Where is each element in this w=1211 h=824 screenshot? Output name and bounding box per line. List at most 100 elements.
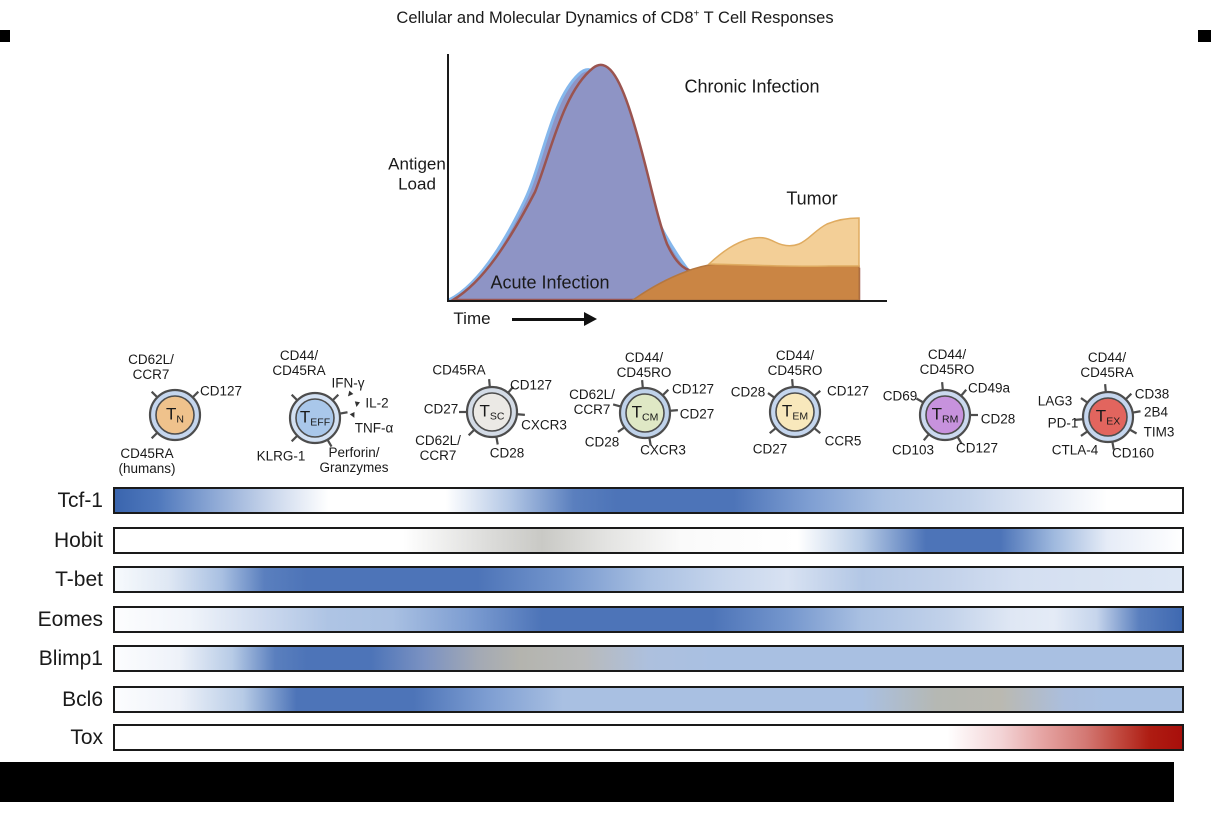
- marker-label-tn-2: CD45RA (humans): [118, 445, 176, 476]
- acute-infection-label: Acute Infection: [490, 272, 610, 293]
- tf-label: Tcf-1: [57, 489, 103, 512]
- tf-gradient-bar-blimp1: [113, 645, 1184, 672]
- tf-gradient-bar-tox: [113, 724, 1184, 751]
- cell-symbol: T: [166, 404, 177, 424]
- cell-subscript: EFF: [310, 416, 331, 429]
- y-axis-line: [447, 54, 449, 302]
- tf-row-tcf-1: Tcf-1: [0, 487, 1211, 514]
- marker-label-teff-4: KLRG-1: [256, 448, 306, 464]
- cell-name-tsc: TSC: [480, 402, 505, 423]
- cell-symbol: T: [931, 404, 943, 424]
- cell-subscript: N: [176, 413, 184, 426]
- tf-row-blimp1: Blimp1: [0, 645, 1211, 672]
- tf-label: Blimp1: [38, 647, 103, 670]
- marker-label-tex-7: CD160: [1111, 445, 1155, 461]
- marker-label-tem-4: CCR5: [824, 433, 862, 449]
- marker-label-trm-3: CD28: [980, 411, 1016, 427]
- marker-label-teff-5: Perforin/ Granzymes: [319, 444, 389, 475]
- cell-name-tn: TN: [166, 405, 184, 426]
- marker-label-trm-0: CD44/ CD45RO: [919, 346, 975, 377]
- marker-label-tex-3: PD-1: [1047, 415, 1079, 431]
- cell-symbol: T: [631, 402, 643, 422]
- marker-label-tsc-3: CXCR3: [521, 417, 567, 433]
- marker-label-teff-3: TNF-α: [354, 420, 394, 436]
- tf-label: T-bet: [55, 568, 103, 591]
- marker-label-tsc-5: CD28: [489, 445, 525, 461]
- marker-label-tsc-0: CD45RA: [432, 362, 486, 378]
- chronic-infection-label: Chronic Infection: [684, 76, 820, 97]
- cell-icon-tcm: [612, 380, 678, 446]
- tf-row-eomes: Eomes: [0, 606, 1211, 633]
- marker-label-tem-2: CD127: [826, 383, 870, 399]
- marker-label-tsc-1: CD127: [509, 377, 553, 393]
- cell-name-teff: TEFF: [300, 408, 330, 429]
- cell-name-tem: TEM: [782, 402, 808, 423]
- tumor-label: Tumor: [786, 188, 838, 209]
- tf-row-hobit: Hobit: [0, 527, 1211, 554]
- cell-icon-tex: [1075, 384, 1141, 450]
- cell-symbol: T: [299, 407, 311, 427]
- tf-row-tox: Tox: [0, 724, 1211, 751]
- marker-label-trm-4: CD103: [891, 442, 935, 458]
- cell-icon-tem: [767, 379, 822, 439]
- cell-icon-tn: [148, 388, 202, 442]
- marker-label-tcm-0: CD44/ CD45RO: [616, 349, 672, 380]
- tf-label: Tox: [70, 726, 103, 749]
- tf-gradient-bar-tcf-1: [113, 487, 1184, 514]
- frame-artifact-right: [1198, 30, 1211, 42]
- marker-label-teff-2: IL-2: [365, 395, 389, 411]
- cell-subscript: EX: [1106, 415, 1121, 428]
- marker-label-tem-1: CD28: [730, 384, 766, 400]
- marker-label-tn-0: CD62L/ CCR7: [128, 351, 174, 382]
- figure-title-text-2: T Cell Responses: [699, 8, 834, 27]
- marker-label-tex-4: 2B4: [1143, 404, 1169, 420]
- marker-label-tsc-2: CD27: [423, 401, 459, 417]
- cell-symbol: T: [781, 401, 793, 421]
- marker-label-trm-5: CD127: [955, 440, 999, 456]
- cell-icon-tsc: [459, 379, 525, 445]
- marker-label-tex-0: CD44/ CD45RA: [1080, 349, 1134, 380]
- cell-subscript: CM: [642, 411, 659, 424]
- marker-label-tn-1: CD127: [199, 383, 243, 399]
- marker-label-tsc-4: CD62L/ CCR7: [415, 432, 461, 463]
- cell-icon-teff: [288, 391, 348, 448]
- tf-label: Eomes: [37, 608, 103, 631]
- figure-title-superscript: +: [693, 8, 700, 20]
- tf-gradient-bar-eomes: [113, 606, 1184, 633]
- marker-label-tcm-4: CD28: [584, 434, 620, 450]
- tf-label: Bcl6: [62, 688, 103, 711]
- marker-label-trm-2: CD49a: [967, 380, 1011, 396]
- tf-label: Hobit: [53, 529, 103, 552]
- marker-label-tem-0: CD44/ CD45RO: [767, 347, 823, 378]
- tf-gradient-bar-hobit: [113, 527, 1184, 554]
- cell-name-tex: TEX: [1096, 407, 1120, 428]
- marker-label-tem-3: CD27: [752, 441, 788, 457]
- x-axis-line: [447, 300, 887, 302]
- cell-subscript: SC: [489, 410, 505, 423]
- tf-gradient-bar-t-bet: [113, 566, 1184, 593]
- time-arrow: [512, 318, 584, 321]
- marker-label-tex-5: TIM3: [1143, 424, 1175, 440]
- marker-label-tcm-1: CD127: [671, 381, 715, 397]
- tf-row-t-bet: T-bet: [0, 566, 1211, 593]
- time-arrow-head-icon: [584, 312, 597, 326]
- antigen-load-chart: [448, 63, 861, 302]
- x-axis-label: Time: [453, 308, 491, 328]
- tf-gradient-bar-bcl6: [113, 686, 1184, 713]
- figure-title-text: Cellular and Molecular Dynamics of CD8: [396, 8, 694, 27]
- frame-artifact-left: [0, 30, 10, 42]
- marker-label-tex-1: LAG3: [1037, 393, 1073, 409]
- cell-symbol: T: [479, 401, 490, 421]
- marker-label-trm-1: CD69: [882, 388, 918, 404]
- marker-label-tcm-3: CD27: [679, 406, 715, 422]
- cell-name-tcm: TCM: [632, 403, 659, 424]
- tf-row-bcl6: Bcl6: [0, 686, 1211, 713]
- letterbox-bar: [0, 762, 1174, 802]
- cell-subscript: EM: [792, 410, 809, 423]
- marker-label-teff-0: CD44/ CD45RA: [272, 347, 326, 378]
- figure-title: Cellular and Molecular Dynamics of CD8+ …: [396, 8, 833, 28]
- cell-icon-trm: [915, 382, 978, 445]
- cell-name-trm: TRM: [932, 405, 959, 426]
